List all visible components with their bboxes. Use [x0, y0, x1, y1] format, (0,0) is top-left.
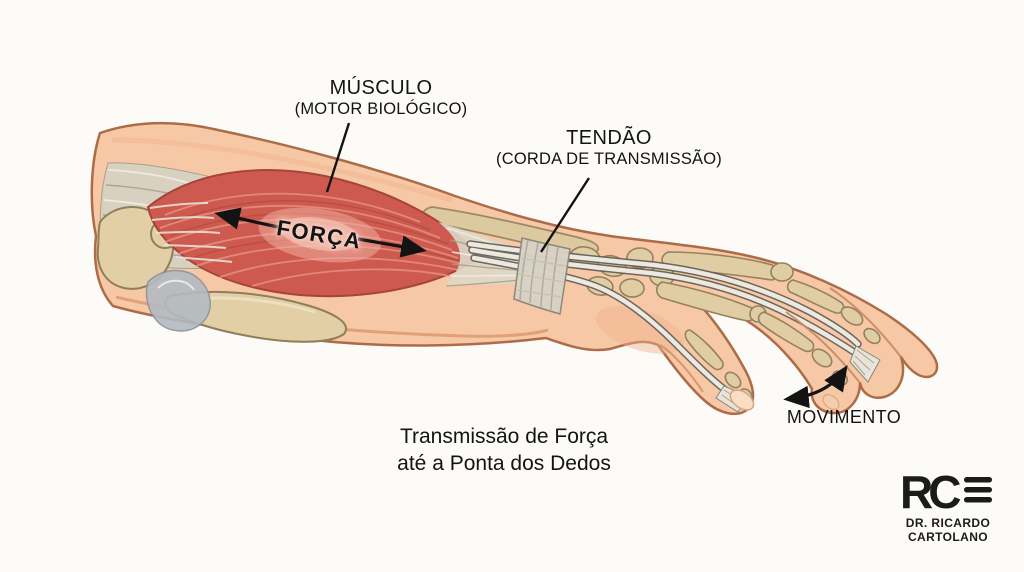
capsule-highlight — [157, 279, 195, 291]
retinaculum-vertical-fibers — [519, 239, 559, 311]
caption-line-2: até a Ponta dos Dedos — [397, 452, 611, 475]
force-arrow-left — [214, 207, 279, 230]
muscle-label: MÚSCULO (MOTOR BIOLÓGICO) — [295, 76, 468, 119]
muscle-highlight-inner — [280, 217, 360, 251]
muscle-label-title: MÚSCULO — [329, 77, 433, 99]
movement-label: MOVIMENTO — [786, 407, 902, 427]
logo-name-line-2: CARTOLANO — [907, 530, 989, 544]
knuckle-1 — [770, 262, 794, 282]
muscle-label-subtitle: (MOTOR BIOLÓGICO) — [294, 100, 468, 118]
logo: RC DR. RICARDO CARTOLANO — [888, 466, 1008, 552]
logo-monogram: RC — [900, 466, 960, 514]
muscle-pointer-line — [325, 122, 351, 193]
joint-capsule — [145, 269, 211, 332]
caption-line-1: Transmissão de Força — [399, 425, 609, 448]
palm-shadow — [595, 306, 685, 354]
movement-arrow — [783, 364, 848, 409]
muscle-origin-fibers — [149, 202, 233, 263]
tendon-label-subtitle: (CORDA DE TRANSMISSÃO) — [496, 150, 722, 168]
tendon-pointer-line — [539, 177, 591, 253]
logo-speed-lines-icon — [964, 477, 992, 503]
wrist-retinaculum — [513, 237, 571, 315]
tendon-label-title: TENDÃO — [566, 127, 652, 149]
retinaculum-cross-fibers — [516, 257, 567, 298]
logo-name-line-1: DR. RICARDO — [905, 516, 991, 530]
fingertip-tendon-fan — [849, 345, 881, 383]
finger-crease-1 — [829, 287, 902, 358]
thumb-nail — [729, 389, 755, 411]
logo-monogram-graphic: RC — [900, 466, 992, 514]
tendon-label: TENDÃO (CORDA DE TRANSMISSÃO) — [496, 126, 722, 169]
force-arrow-right — [357, 235, 427, 258]
diagram-caption: Transmissão de Força até a Ponta dos Ded… — [397, 423, 611, 477]
thenar-crease — [659, 344, 704, 393]
metacarpal-2 — [655, 281, 757, 322]
skin-top-shade — [111, 137, 453, 203]
finger-crease-2 — [785, 311, 861, 384]
